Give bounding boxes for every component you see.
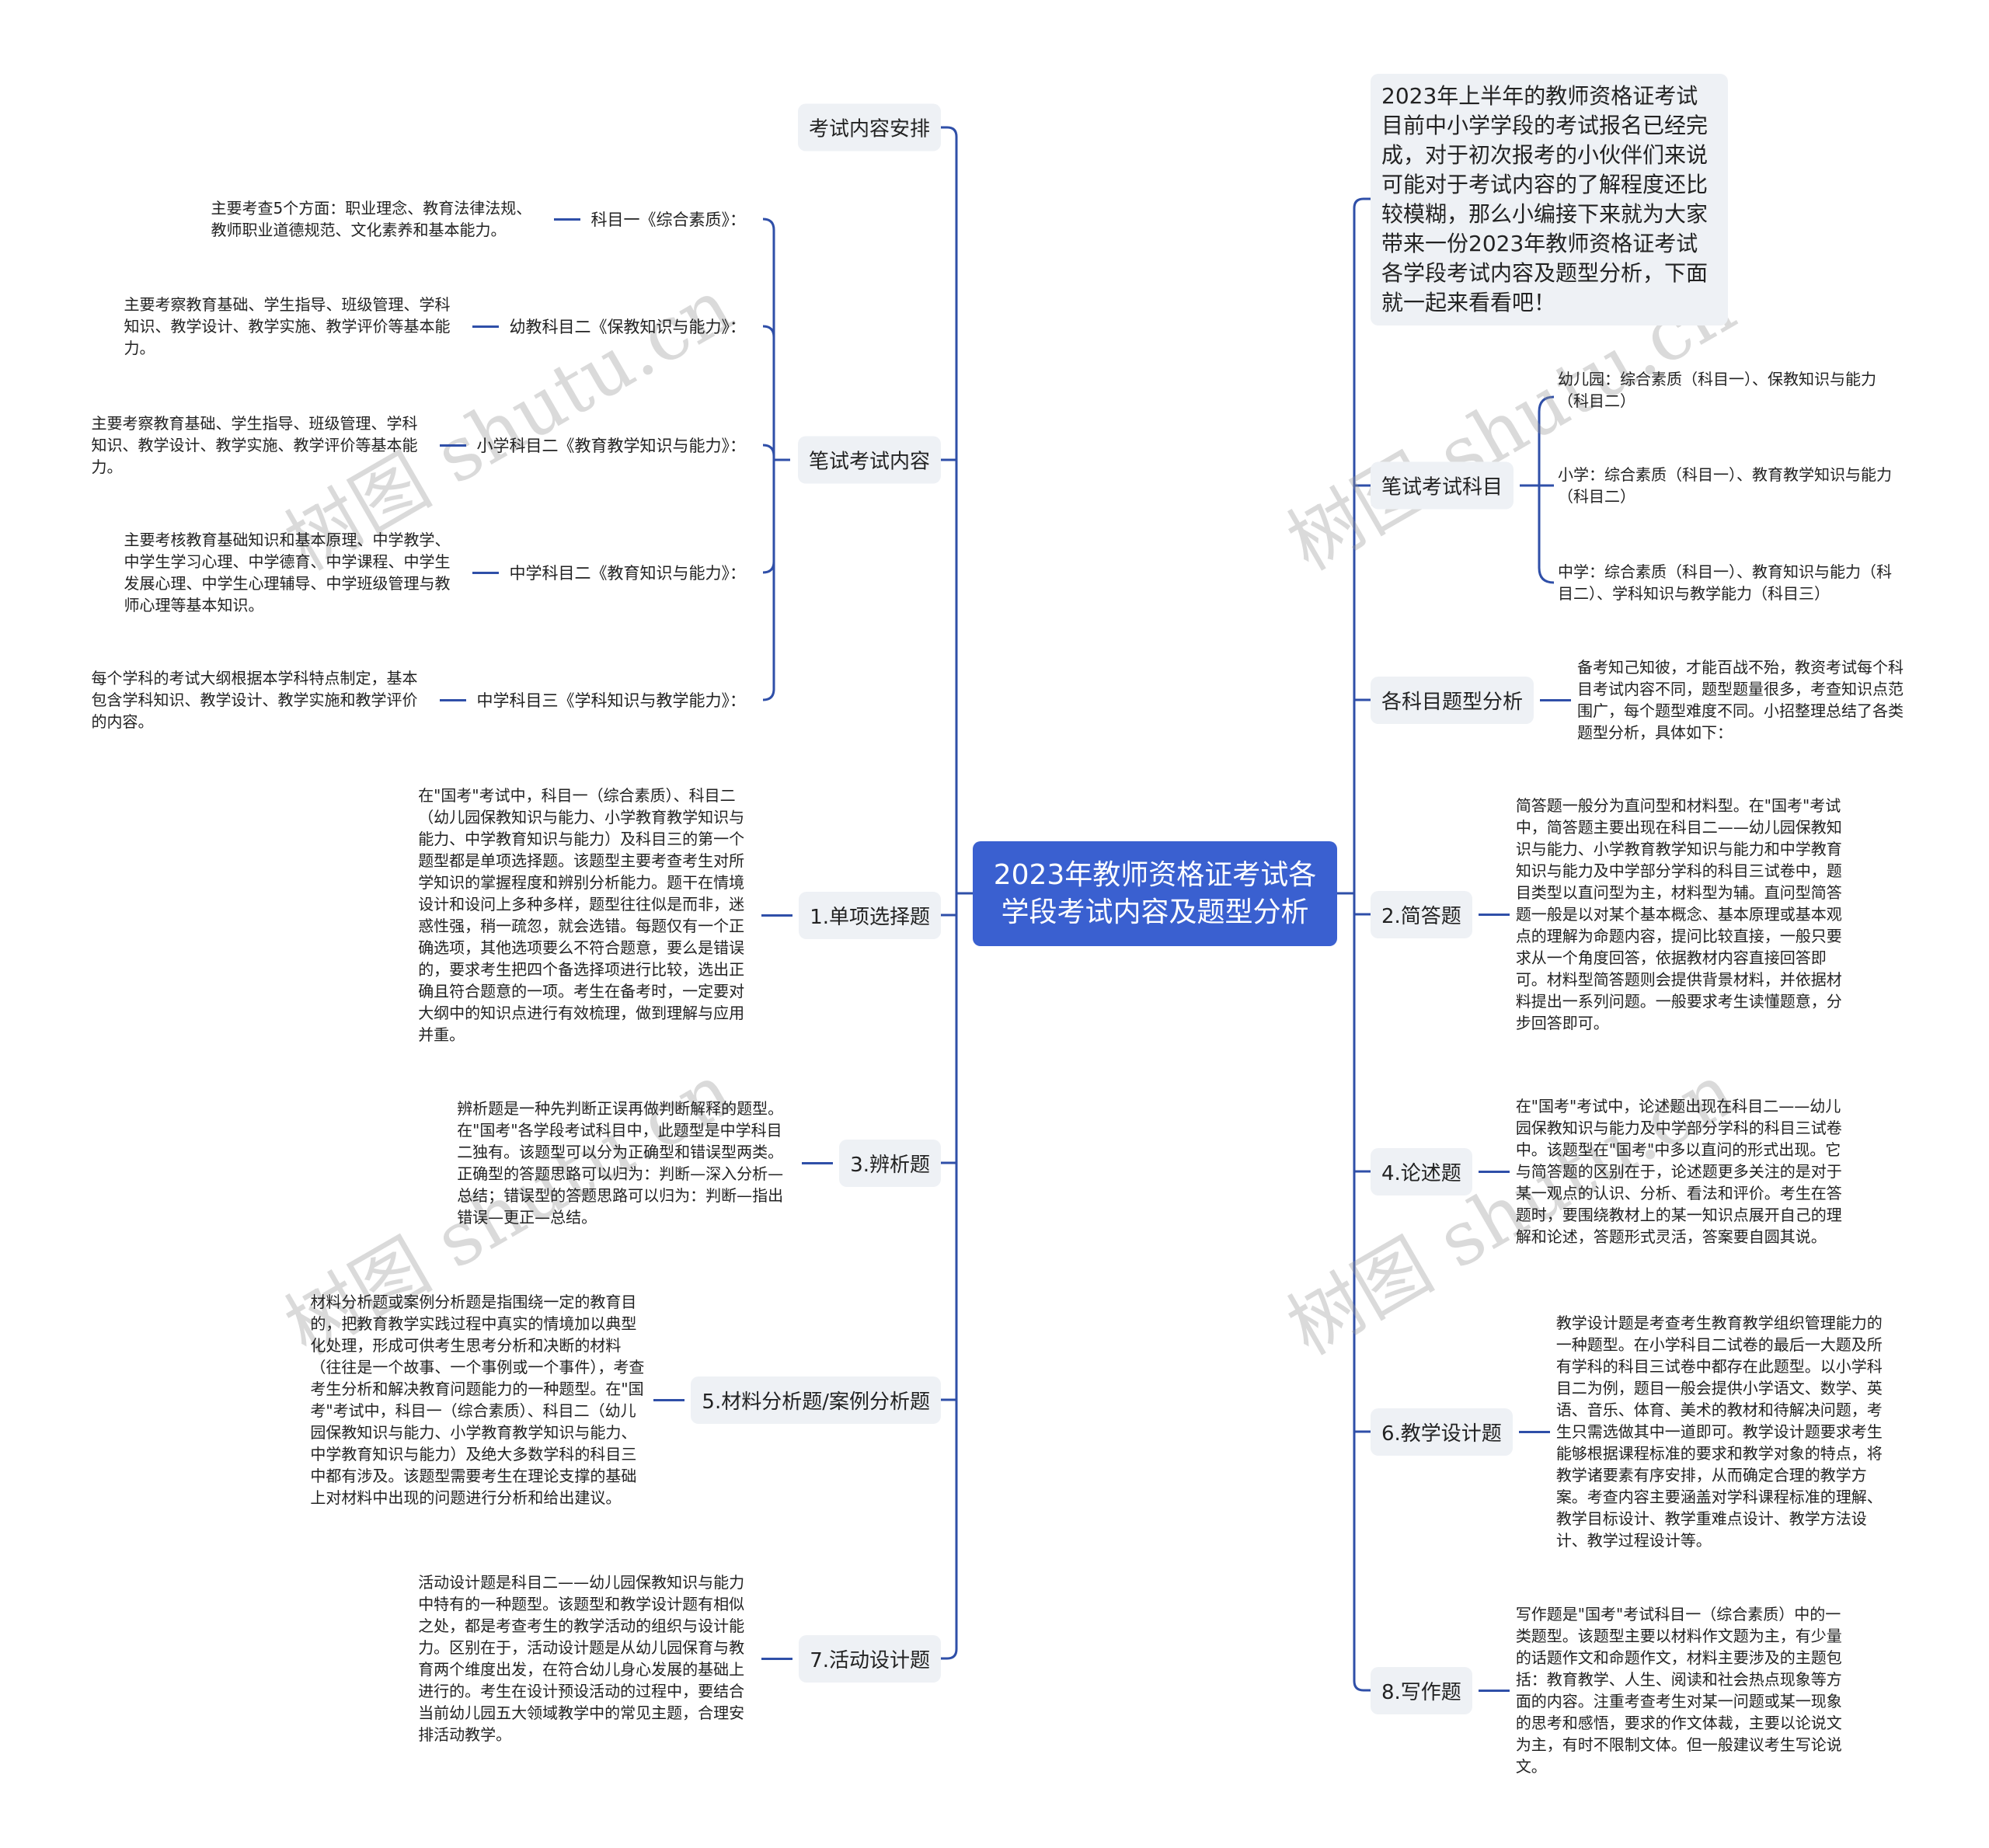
central-topic[interactable]: 2023年教师资格证考试各学段考试内容及题型分析 — [973, 841, 1337, 946]
branch-writing[interactable]: 8.写作题 写作题是"国考"考试科目一（综合素质）中的一类题型。该题型主要以材料… — [1371, 1603, 1855, 1777]
item-label[interactable]: 中学科目三《学科知识与教学能力》： — [476, 691, 747, 710]
node-material-analysis[interactable]: 5.材料分析题/案例分析题 — [691, 1376, 941, 1424]
short-answer-description: 简答题一般分为直问型和材料型。在"国考"考试中，简答题主要出现在科目二——幼儿园… — [1515, 796, 1842, 1032]
connector — [553, 218, 580, 221]
teaching-design-description: 教学设计题是考查考生教育教学组织管理能力的一种题型。在小学科目二试卷的最后一大题… — [1555, 1314, 1883, 1550]
discrimination-description: 辨析题是一种先判断正误再做判断解释的题型。在"国考"各学段考试科目中，此题型是中… — [457, 1099, 784, 1227]
intro-node[interactable]: 2023年上半年的教师资格证考试目前中小学学段的考试报名已经完成，对于初次报考的… — [1371, 74, 1728, 325]
branch-single-choice[interactable]: 在"国考"考试中，科目一（综合素质）、科目二（幼儿园保教知识与能力、小学教育教学… — [418, 785, 941, 1046]
analysis-description: 备考知己知彼，才能百战不殆，教资考试每个科目考试内容不同，题型题量很多，考查知识… — [1577, 658, 1904, 742]
item-label[interactable]: 幼教科目二《保教知识与能力》： — [509, 318, 747, 336]
subject-secondary[interactable]: 中学：综合素质（科目一）、教育知识与能力（科目二）、学科知识与教学能力（科目三） — [1558, 562, 1892, 603]
essay-description: 在"国考"考试中，论述题出现在科目二——幼儿园保教知识与能力及中学部分学科的科目… — [1515, 1097, 1842, 1246]
branch-activity-design[interactable]: 活动设计题是科目二——幼儿园保教知识与能力中特有的一种题型。该题型和教学设计题有… — [418, 1571, 941, 1745]
item-label[interactable]: 科目一《综合素质》： — [590, 211, 747, 229]
connector — [472, 571, 499, 574]
connector — [653, 1398, 685, 1401]
connector — [1540, 698, 1572, 701]
item-description: 每个学科的考试大纲根据本学科特点制定，基本包含学科知识、教学设计、教学实施和教学… — [91, 669, 418, 731]
item-description: 主要考核教育基础知识和基本原理、中学教学、中学生学习心理、中学德育、中学课程、中… — [124, 531, 451, 614]
node-written-subjects[interactable]: 笔试考试科目 — [1371, 461, 1514, 510]
subject-primary[interactable]: 小学：综合素质（科目一）、教育教学知识与能力（科目二） — [1558, 465, 1892, 506]
branch-teaching-design[interactable]: 6.教学设计题 教学设计题是考查考生教育教学组织管理能力的一种题型。在小学科目二… — [1371, 1312, 1897, 1551]
item-description: 主要考察教育基础、学生指导、班级管理、学科知识、教学设计、教学实施、教学评价等基… — [124, 295, 451, 357]
writing-description: 写作题是"国考"考试科目一（综合素质）中的一类题型。该题型主要以材料作文题为主，… — [1515, 1605, 1842, 1776]
connector — [761, 914, 793, 917]
connector — [439, 444, 466, 447]
node-exam-arrangement[interactable]: 考试内容安排 — [797, 103, 941, 151]
node-short-answer[interactable]: 2.简答题 — [1371, 890, 1472, 938]
written-content-item[interactable]: 主要考核教育基础知识和基本原理、中学教学、中学生学习心理、中学德育、中学课程、中… — [124, 529, 747, 616]
connector — [802, 1161, 834, 1164]
node-teaching-design[interactable]: 6.教学设计题 — [1371, 1408, 1513, 1456]
branch-discrimination[interactable]: 辨析题是一种先判断正误再做判断解释的题型。在"国考"各学段考试科目中，此题型是中… — [457, 1098, 941, 1228]
item-label[interactable]: 小学科目二《教育教学知识与能力》： — [476, 437, 747, 455]
connector — [761, 1657, 793, 1660]
node-writing[interactable]: 8.写作题 — [1371, 1666, 1472, 1714]
item-label[interactable]: 中学科目二《教育知识与能力》： — [509, 564, 747, 583]
node-discrimination[interactable]: 3.辨析题 — [839, 1139, 941, 1187]
branch-short-answer[interactable]: 2.简答题 简答题一般分为直问型和材料型。在"国考"考试中，简答题主要出现在科目… — [1371, 795, 1855, 1034]
connector — [1478, 913, 1510, 916]
branch-analysis[interactable]: 各科目题型分析 备考知己知彼，才能百战不殆，教资考试每个科目考试内容不同，题型题… — [1371, 656, 1918, 743]
branch-material-analysis[interactable]: 材料分析题或案例分析题是指围绕一定的教育目的，把教育教学实践过程中真实的情境加以… — [310, 1291, 941, 1509]
connector — [472, 325, 499, 328]
item-description: 主要考察教育基础、学生指导、班级管理、学科知识、教学设计、教学实施、教学评价等基… — [91, 414, 418, 476]
connector — [1478, 1170, 1510, 1173]
node-essay[interactable]: 4.论述题 — [1371, 1147, 1472, 1195]
node-analysis[interactable]: 各科目题型分析 — [1371, 676, 1534, 724]
activity-design-description: 活动设计题是科目二——幼儿园保教知识与能力中特有的一种题型。该题型和教学设计题有… — [418, 1573, 745, 1744]
branch-written-content[interactable]: 笔试考试内容 — [797, 436, 941, 484]
branch-written-subjects[interactable]: 笔试考试科目 — [1371, 461, 1514, 510]
written-content-item[interactable]: 主要考察教育基础、学生指导、班级管理、学科知识、教学设计、教学实施、教学评价等基… — [92, 412, 747, 478]
node-written-content[interactable]: 笔试考试内容 — [797, 436, 941, 484]
connector — [1478, 1689, 1510, 1692]
subject-kindergarten[interactable]: 幼儿园：综合素质（科目一）、保教知识与能力（科目二） — [1558, 370, 1876, 410]
node-single-choice[interactable]: 1.单项选择题 — [799, 891, 941, 939]
single-choice-description: 在"国考"考试中，科目一（综合素质）、科目二（幼儿园保教知识与能力、小学教育教学… — [418, 786, 745, 1044]
written-content-item[interactable]: 主要考察教育基础、学生指导、班级管理、学科知识、教学设计、教学实施、教学评价等基… — [124, 294, 747, 359]
connector — [1518, 1430, 1550, 1433]
branch-exam-arrangement[interactable]: 考试内容安排 — [797, 103, 941, 151]
node-activity-design[interactable]: 7.活动设计题 — [799, 1634, 941, 1683]
branch-essay[interactable]: 4.论述题 在"国考"考试中，论述题出现在科目二——幼儿园保教知识与能力及中学部… — [1371, 1095, 1855, 1248]
written-content-item[interactable]: 主要考查5个方面：职业理念、教育法律法规、教师职业道德规范、文化素养和基本能力。… — [211, 197, 747, 241]
item-description: 主要考查5个方面：职业理念、教育法律法规、教师职业道德规范、文化素养和基本能力。 — [211, 199, 532, 239]
written-content-item[interactable]: 每个学科的考试大纲根据本学科特点制定，基本包含学科知识、教学设计、教学实施和教学… — [92, 667, 747, 733]
connector — [439, 698, 466, 701]
central-topic-label: 2023年教师资格证考试各学段考试内容及题型分析 — [993, 858, 1317, 928]
material-analysis-description: 材料分析题或案例分析题是指围绕一定的教育目的，把教育教学实践过程中真实的情境加以… — [310, 1293, 645, 1507]
